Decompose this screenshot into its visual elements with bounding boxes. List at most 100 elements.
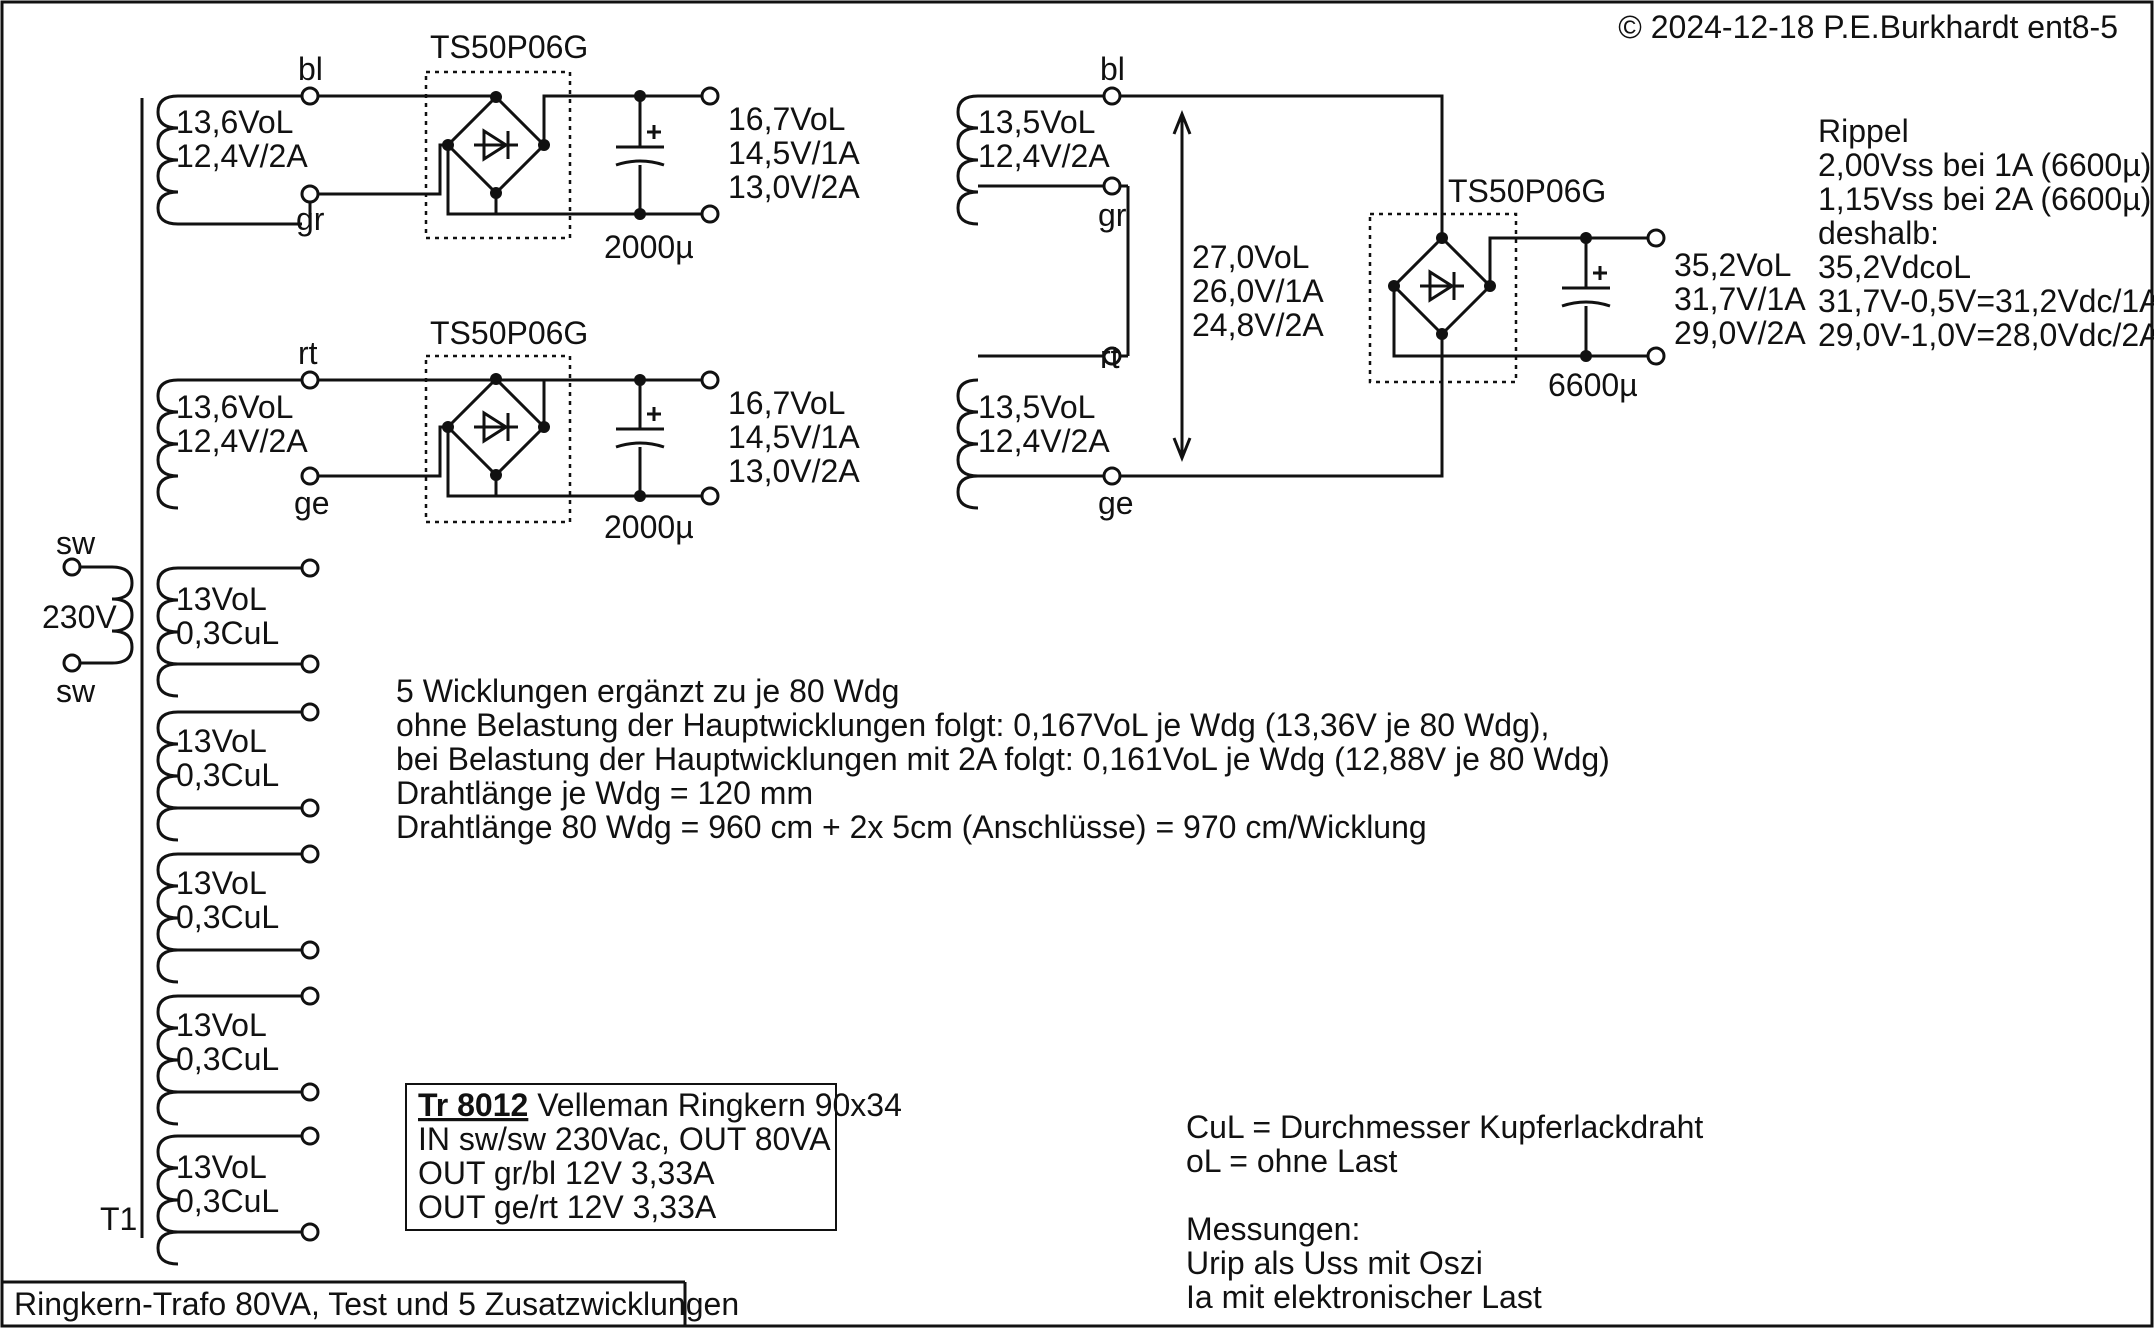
spec-line: OUT ge/rt 12V 3,33A [418,1189,717,1225]
extra-coil [156,1134,180,1266]
terminal-rt [300,370,320,390]
extra-winding-2: 13VoL 0,3CuL [156,702,320,842]
winding-load: 12,4V/2A [176,138,308,174]
ripple-line: deshalb: [1818,215,1939,251]
series-terminal-ge [1102,466,1122,486]
description-line: Drahtlänge je Wdg = 120 mm [396,775,813,811]
extra-voltage: 13VoL [176,723,267,759]
extra-winding-1: 13VoL 0,3CuL [156,558,320,698]
output-voltage-1a: 14,5V/1A [728,135,860,171]
sum-voltage-2a: 24,8V/2A [1192,307,1324,343]
legend-line: oL = ohne Last [1186,1143,1398,1179]
extra-terminal-top [300,844,320,864]
series-wire-bl: bl [1100,51,1125,87]
spec-line: IN sw/sw 230Vac, OUT 80VA [418,1121,831,1157]
extra-winding-5: 13VoL 0,3CuL [156,1126,320,1266]
primary-coil [80,565,134,665]
winding-noload: 13,6VoL [176,389,293,425]
series-wire-gr: gr [1098,197,1127,233]
wire-label-bottom: ge [294,485,330,521]
copyright: © 2024-12-18 P.E.Burkhardt ent8-5 [1618,9,2118,45]
extra-terminal-bottom [300,1082,320,1102]
extra-coil [156,566,180,698]
spec-heading: Tr 8012 Velleman Ringkern 90x34 [418,1087,902,1123]
extra-voltage: 13VoL [176,865,267,901]
series-output-2a: 29,0V/2A [1674,315,1806,351]
wire-label-top: rt [298,335,318,371]
wire-label-bottom: gr [296,201,325,237]
series-wire-rt: rt [1100,339,1120,375]
output-voltage-1a: 14,5V/1A [728,419,860,455]
ripple-notes: Rippel 2,00Vss bei 1A (6600µ) 1,15Vss be… [1818,113,2154,353]
extra-wire: 0,3CuL [176,757,279,793]
sum-voltage-noload: 27,0VoL [1192,239,1309,275]
extra-terminal-top [300,702,320,722]
series-winding2-load: 12,4V/2A [978,423,1110,459]
series-coil-2 [956,378,980,510]
description: 5 Wicklungen ergänzt zu je 80 Wdg ohne B… [396,673,1610,845]
series-bridge-rectifier [1386,230,1498,342]
spec-line: OUT gr/bl 12V 3,33A [418,1155,715,1191]
rectifier-outline [424,70,572,240]
spec-part-number: Tr 8012 [418,1087,528,1123]
output-terminal-plus [700,370,720,390]
ripple-line: 29,0V-1,0V=28,0Vdc/2A [1818,317,2154,353]
ripple-line: Rippel [1818,113,1909,149]
extra-terminal-bottom [300,1222,320,1242]
description-line: ohne Belastung der Hauptwicklungen folgt… [396,707,1549,743]
left-output-circuit-2: rt ge 13,6VoL 12,4V/2A TS50P06G 2000µ 16… [156,315,860,545]
secondary-coil [156,94,180,226]
extra-winding-4: 13VoL 0,3CuL [156,986,320,1126]
extra-terminal-top [300,1126,320,1146]
extra-terminal-top [300,558,320,578]
series-terminal-gr [1102,176,1122,196]
terminal-gr [300,184,320,204]
output-terminal-plus [700,86,720,106]
extra-wire: 0,3CuL [176,615,279,651]
extra-voltage: 13VoL [176,1007,267,1043]
winding-noload: 13,6VoL [176,104,293,140]
extra-terminal-bottom [300,940,320,960]
terminal-ge [300,466,320,486]
output-terminal-minus [700,486,720,506]
primary-winding: sw sw 230V [42,525,134,709]
spec-part-description: Velleman Ringkern 90x34 [528,1087,902,1123]
rectifier-label: TS50P06G [430,315,588,351]
left-output-circuit-1: bl gr 13,6VoL 12,4V/2A TS50P06G 2000µ 16… [156,29,860,265]
ripple-line: 35,2VdcoL [1818,249,1971,285]
output-voltage-2a: 13,0V/2A [728,453,860,489]
description-line: 5 Wicklungen ergänzt zu je 80 Wdg [396,673,899,709]
ripple-line: 31,7V-0,5V=31,2Vdc/1A [1818,283,2154,319]
drawing-title: Ringkern-Trafo 80VA, Test und 5 Zusatzwi… [14,1286,739,1322]
transformer-designator: T1 [100,1201,137,1237]
ripple-line: 1,15Vss bei 2A (6600µ) [1818,181,2151,217]
series-winding1-noload: 13,5VoL [978,104,1095,140]
extra-coil [156,852,180,984]
series-rectifier-outline [1368,212,1518,384]
spec-box-frame [405,1083,837,1231]
output-voltage-noload: 16,7VoL [728,101,845,137]
extra-winding-3: 13VoL 0,3CuL [156,844,320,984]
extra-voltage: 13VoL [176,1149,267,1185]
series-wire-ge: ge [1098,485,1134,521]
series-winding2-noload: 13,5VoL [978,389,1095,425]
bridge-rectifier [440,371,552,483]
primary-terminal-bottom [62,653,82,673]
spec-box: Tr 8012 Velleman Ringkern 90x34 IN sw/sw… [405,1083,902,1231]
bridge-rectifier [440,89,552,201]
extra-terminal-bottom [300,654,320,674]
description-line: bei Belastung der Hauptwicklungen mit 2A… [396,741,1610,777]
series-circuit: bl gr 13,5VoL 12,4V/2A rt ge 13,5VoL 12,… [956,51,1806,521]
secondary-coil [156,378,180,510]
series-capacitor-label: 6600µ [1548,367,1638,403]
series-terminal-bl [1102,86,1122,106]
legend-line: Ia mit elektronischer Last [1186,1279,1542,1315]
series-winding1-load: 12,4V/2A [978,138,1110,174]
winding-load: 12,4V/2A [176,423,308,459]
legend-line: CuL = Durchmesser Kupferlackdraht [1186,1109,1703,1145]
legend: CuL = Durchmesser Kupferlackdraht oL = o… [1186,1109,1703,1315]
rectifier-label: TS50P06G [430,29,588,65]
extra-voltage: 13VoL [176,581,267,617]
output-terminal-minus [700,204,720,224]
